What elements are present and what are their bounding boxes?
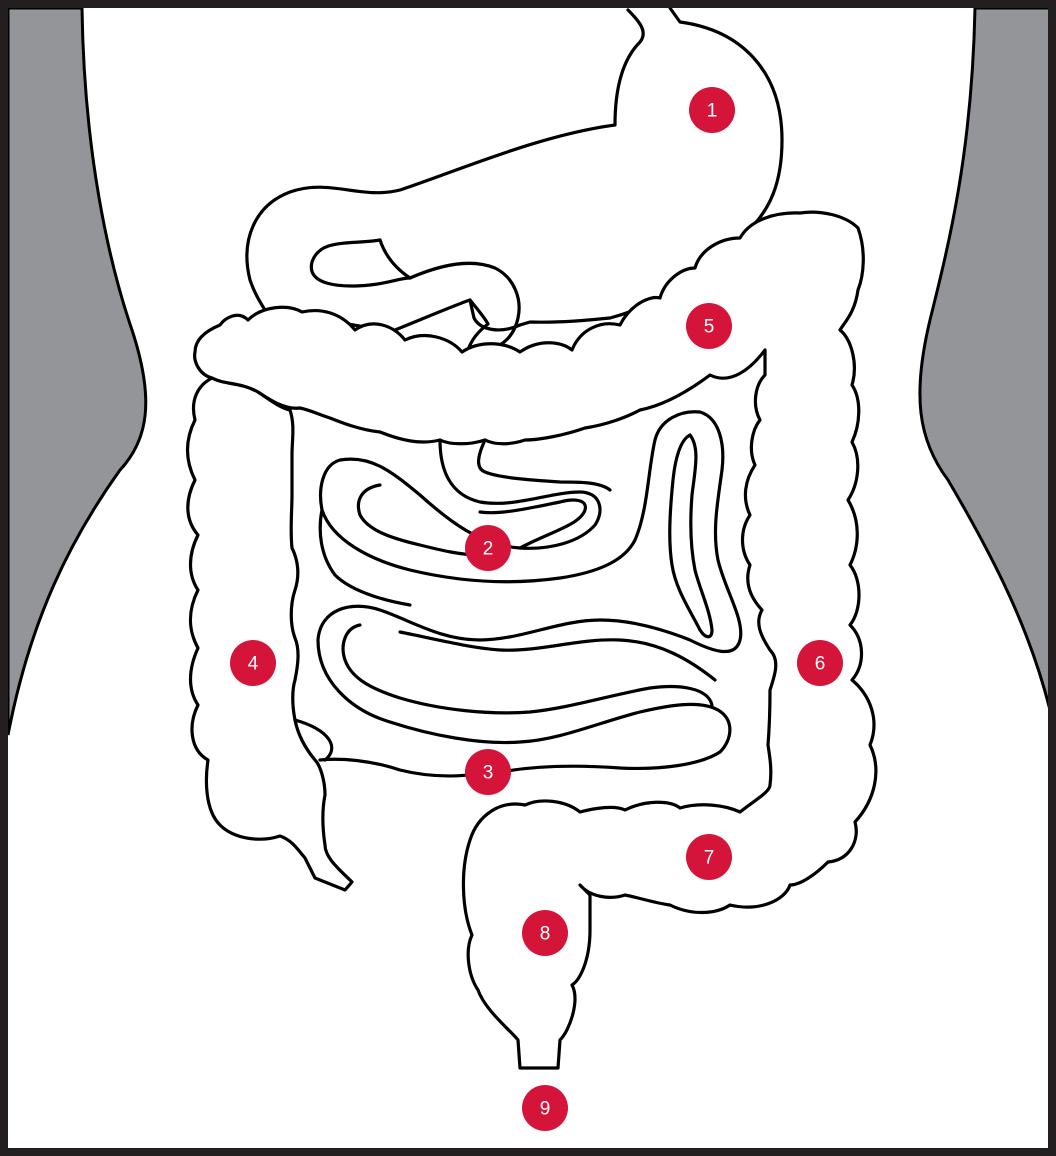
marker-label: 7	[704, 848, 715, 869]
marker-9: 9	[522, 1085, 568, 1131]
left-body-shading	[8, 8, 146, 735]
ascending-colon-outline	[188, 378, 353, 890]
marker-label: 8	[540, 924, 551, 945]
marker-3: 3	[465, 749, 511, 795]
marker-1: 1	[689, 87, 735, 133]
marker-4: 4	[230, 640, 276, 686]
marker-6: 6	[797, 640, 843, 686]
marker-label: 6	[815, 654, 826, 675]
marker-label: 2	[483, 539, 494, 560]
small-intestine	[318, 412, 741, 776]
marker-label: 3	[483, 763, 494, 784]
marker-2: 2	[465, 525, 511, 571]
marker-8: 8	[522, 910, 568, 956]
marker-7: 7	[686, 834, 732, 880]
marker-label: 4	[248, 654, 259, 675]
marker-5: 5	[686, 303, 732, 349]
right-body-shading	[920, 8, 1050, 710]
marker-label: 1	[707, 101, 718, 122]
marker-label: 9	[540, 1099, 551, 1120]
marker-label: 5	[704, 317, 715, 338]
